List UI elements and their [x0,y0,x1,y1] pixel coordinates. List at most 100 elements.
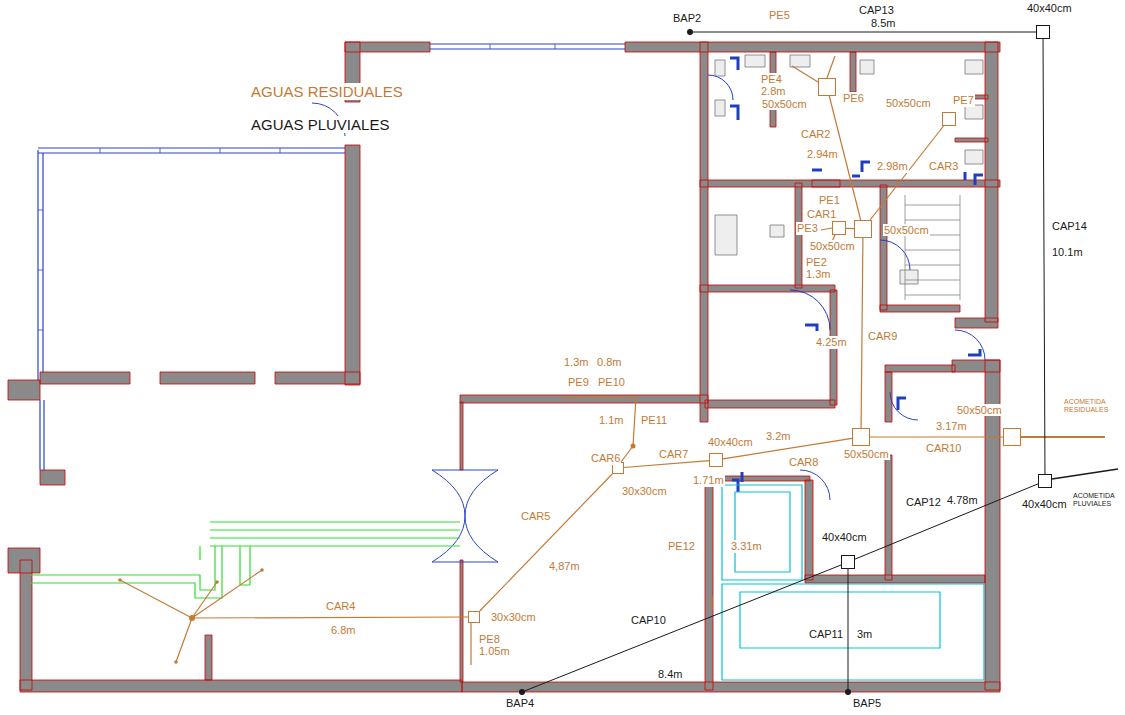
length-dimension: 4,87m [548,560,581,573]
tag-label: CAP13 [858,4,895,17]
box-size-label: 50x50cm [956,404,1003,416]
length-dimension: 6.8m [330,624,356,637]
length-dimension: 2.94m [806,148,839,161]
door-swing [312,103,985,562]
length-dimension: 1.71m [692,474,725,487]
length-dimension: 1.3m [805,268,831,281]
length-dimension: 2.8m [760,85,786,98]
tag-label: PE7 [952,94,975,107]
registro-box: 50x50cm [832,221,846,235]
length-dimension: 3.2m [765,430,791,443]
registro-box: 40x40cm [841,555,855,569]
tag-label: PE6 [842,92,865,105]
length-dimension: 2.98m [876,160,909,173]
registro-box: 40x40cm [709,453,723,467]
tag-label: ACOMETIDA PLUVIALES [1072,492,1120,507]
pipe-connector [846,228,854,230]
tag-label: PE12 [667,540,696,553]
tag-label: PE3 [796,222,819,235]
registro-box: 50x50cm [854,220,872,238]
drain-symbol [730,58,983,492]
stairs [905,195,960,300]
length-dimension: 1.1m [598,414,624,427]
box-size-label: 30x30cm [621,485,668,497]
pipe-end-dot [189,615,195,621]
length-dimension: 3.31m [730,540,763,553]
tag-label: PE9 [567,376,590,389]
wall [8,42,1000,692]
registro-box: 50x50cm [852,428,870,446]
pipe-name: CAR8 [788,456,819,468]
pipe-name: CAP14 [1051,220,1088,232]
window-frame [38,44,555,330]
length-dimension: 8.4m [657,668,683,681]
pipe-connector [870,126,943,220]
pipe-end-dot [631,444,636,449]
box-size-label: 50x50cm [809,240,856,252]
tag-label: BAP2 [672,12,702,25]
pipe-name: CAR1 [806,208,837,220]
length-dimension: 4.78m [946,494,979,507]
pipe-connector [870,436,1003,437]
box-size-label: 50x50cm [883,224,930,236]
registro-box: 50x50cm [942,112,956,126]
registro-box: 30x30cm [468,611,480,623]
pipe-name: CAR10 [925,442,962,454]
box-size-label: 40x40cm [707,436,754,448]
pipe-name: CAR9 [867,330,898,342]
registro-box: 40x40cm [1036,25,1050,39]
tag-label: AGUAS RESIDUALES [250,83,404,100]
downspout-dot [845,689,851,695]
box-size-label: 50x50cm [885,97,932,109]
box-size-label: 40x40cm [1021,498,1068,510]
length-dimension: 8.5m [870,17,896,30]
length-dimension: 1.05m [478,645,511,658]
tag-label: AGUAS PLUVIALES [250,116,390,133]
box-size-label: 50x50cm [843,448,890,460]
tag-label: CAP10 [630,614,667,627]
pipe-end-dot [118,444,635,664]
pipe-name: CAP12 [905,496,942,508]
pool-outline [722,485,984,680]
storm-service-pipe [1052,469,1118,479]
box-size-label: 40x40cm [821,531,868,543]
downspout-dot [519,689,525,695]
tag-label: CAP11 [808,628,844,641]
pipe-name: CAR7 [658,448,689,460]
box-size-label: 40x40cm [1026,2,1073,14]
residual-pipe [120,56,835,665]
tag-label: BAP5 [852,697,882,710]
pipe-end-dot [174,660,178,664]
box-size-label: 50x50cm [761,98,808,110]
tag-label: PE11 [640,414,668,427]
window [38,44,625,470]
length-dimension: 0.8m [596,356,622,369]
tag-label: CAR4 [325,600,356,613]
pipe-connector [480,474,612,611]
tag-label: PE10 [597,376,626,389]
pipe-end-dot [215,580,219,584]
residual-service-pipe [1021,436,1105,438]
pipe-connector [624,461,709,468]
downspout-dot [687,29,693,35]
length-dimension: 3m [856,628,873,641]
pipe-connector [855,484,1038,559]
tag-label: PE1 [818,194,841,207]
length-dimension: 10.1m [1051,246,1084,259]
length-dimension: 4.25m [815,336,848,349]
tag-label: ACOMETIDA RESIDUALES [1063,398,1111,413]
registro-box: 50x50cm [1003,428,1021,446]
length-dimension: 3.17m [935,420,968,433]
tag-label: BAP4 [505,697,535,710]
tag-label: CAR6 [590,452,621,465]
downspout-dot [519,29,851,695]
storm-pipe [522,32,1036,692]
green-pipework [30,522,460,598]
pipe-connector [861,238,863,428]
pipe-name: CAR2 [800,128,831,140]
registro-box: 40x40cm [1038,474,1052,488]
pipe-name: CAR3 [928,160,959,172]
pipe-end-dot [118,578,122,582]
pipe-connector [1043,39,1045,474]
